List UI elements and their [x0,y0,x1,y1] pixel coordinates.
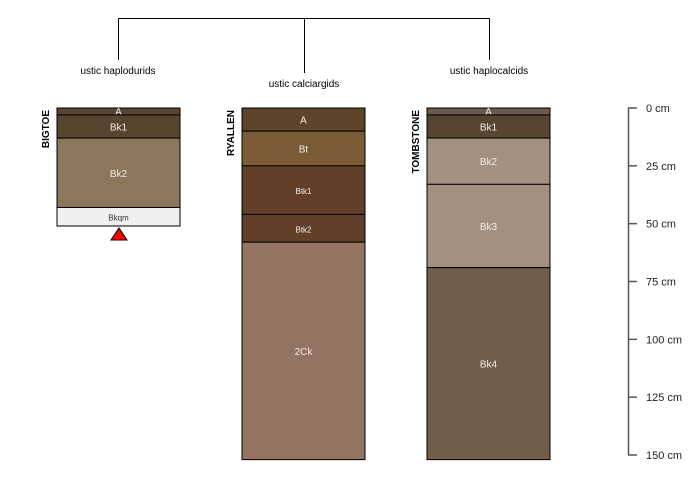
dendrogram-label: ustic haplodurids [80,66,155,77]
horizon-label: A [115,107,122,118]
horizon-label: Btk1 [295,187,312,196]
horizon-label: 2Ck [295,347,314,358]
horizon [241,130,366,167]
horizon [241,213,366,243]
horizon-label: Btk2 [295,225,312,234]
horizon-label: Bk1 [480,123,498,134]
horizon-label: Bt [299,144,309,155]
dendrogram [118,18,490,73]
axis-tick-label: 125 cm [646,392,682,404]
profile-name: RYALLEN [226,110,237,156]
horizon-label: Bk4 [480,360,498,371]
dendrogram-label: ustic haplocalcids [450,66,528,77]
axis-tick-label: 100 cm [646,334,682,346]
horizon-label: Bk2 [480,157,498,168]
horizon-label: Bk2 [110,169,128,180]
horizon-label: A [300,116,307,127]
horizon-label: Bk1 [110,123,128,134]
truncation-marker-icon [110,227,128,241]
axis-tick-label: 75 cm [646,277,676,289]
profile-name: BIGTOE [41,110,52,148]
axis-tick-label: 50 cm [646,219,676,231]
horizon-label: Bkqm [108,214,129,223]
horizon [241,165,366,215]
axis-tick-label: 150 cm [646,450,682,462]
horizon [56,137,181,208]
horizon [426,183,551,269]
horizon-label: A [485,107,492,118]
horizon-label: Bk3 [480,222,498,233]
depth-axis: 0 cm 25 cm 50 cm 75 cm 100 cm 125 cm 150 cm [627,103,682,462]
profile-name: TOMBSTONE [411,110,422,174]
dendrogram-label: ustic calciargids [269,79,340,90]
horizon [426,267,551,461]
axis-tick-label: 25 cm [646,161,676,173]
axis-tick-label: 0 cm [646,103,670,115]
horizon [56,206,181,227]
horizon [241,241,366,461]
